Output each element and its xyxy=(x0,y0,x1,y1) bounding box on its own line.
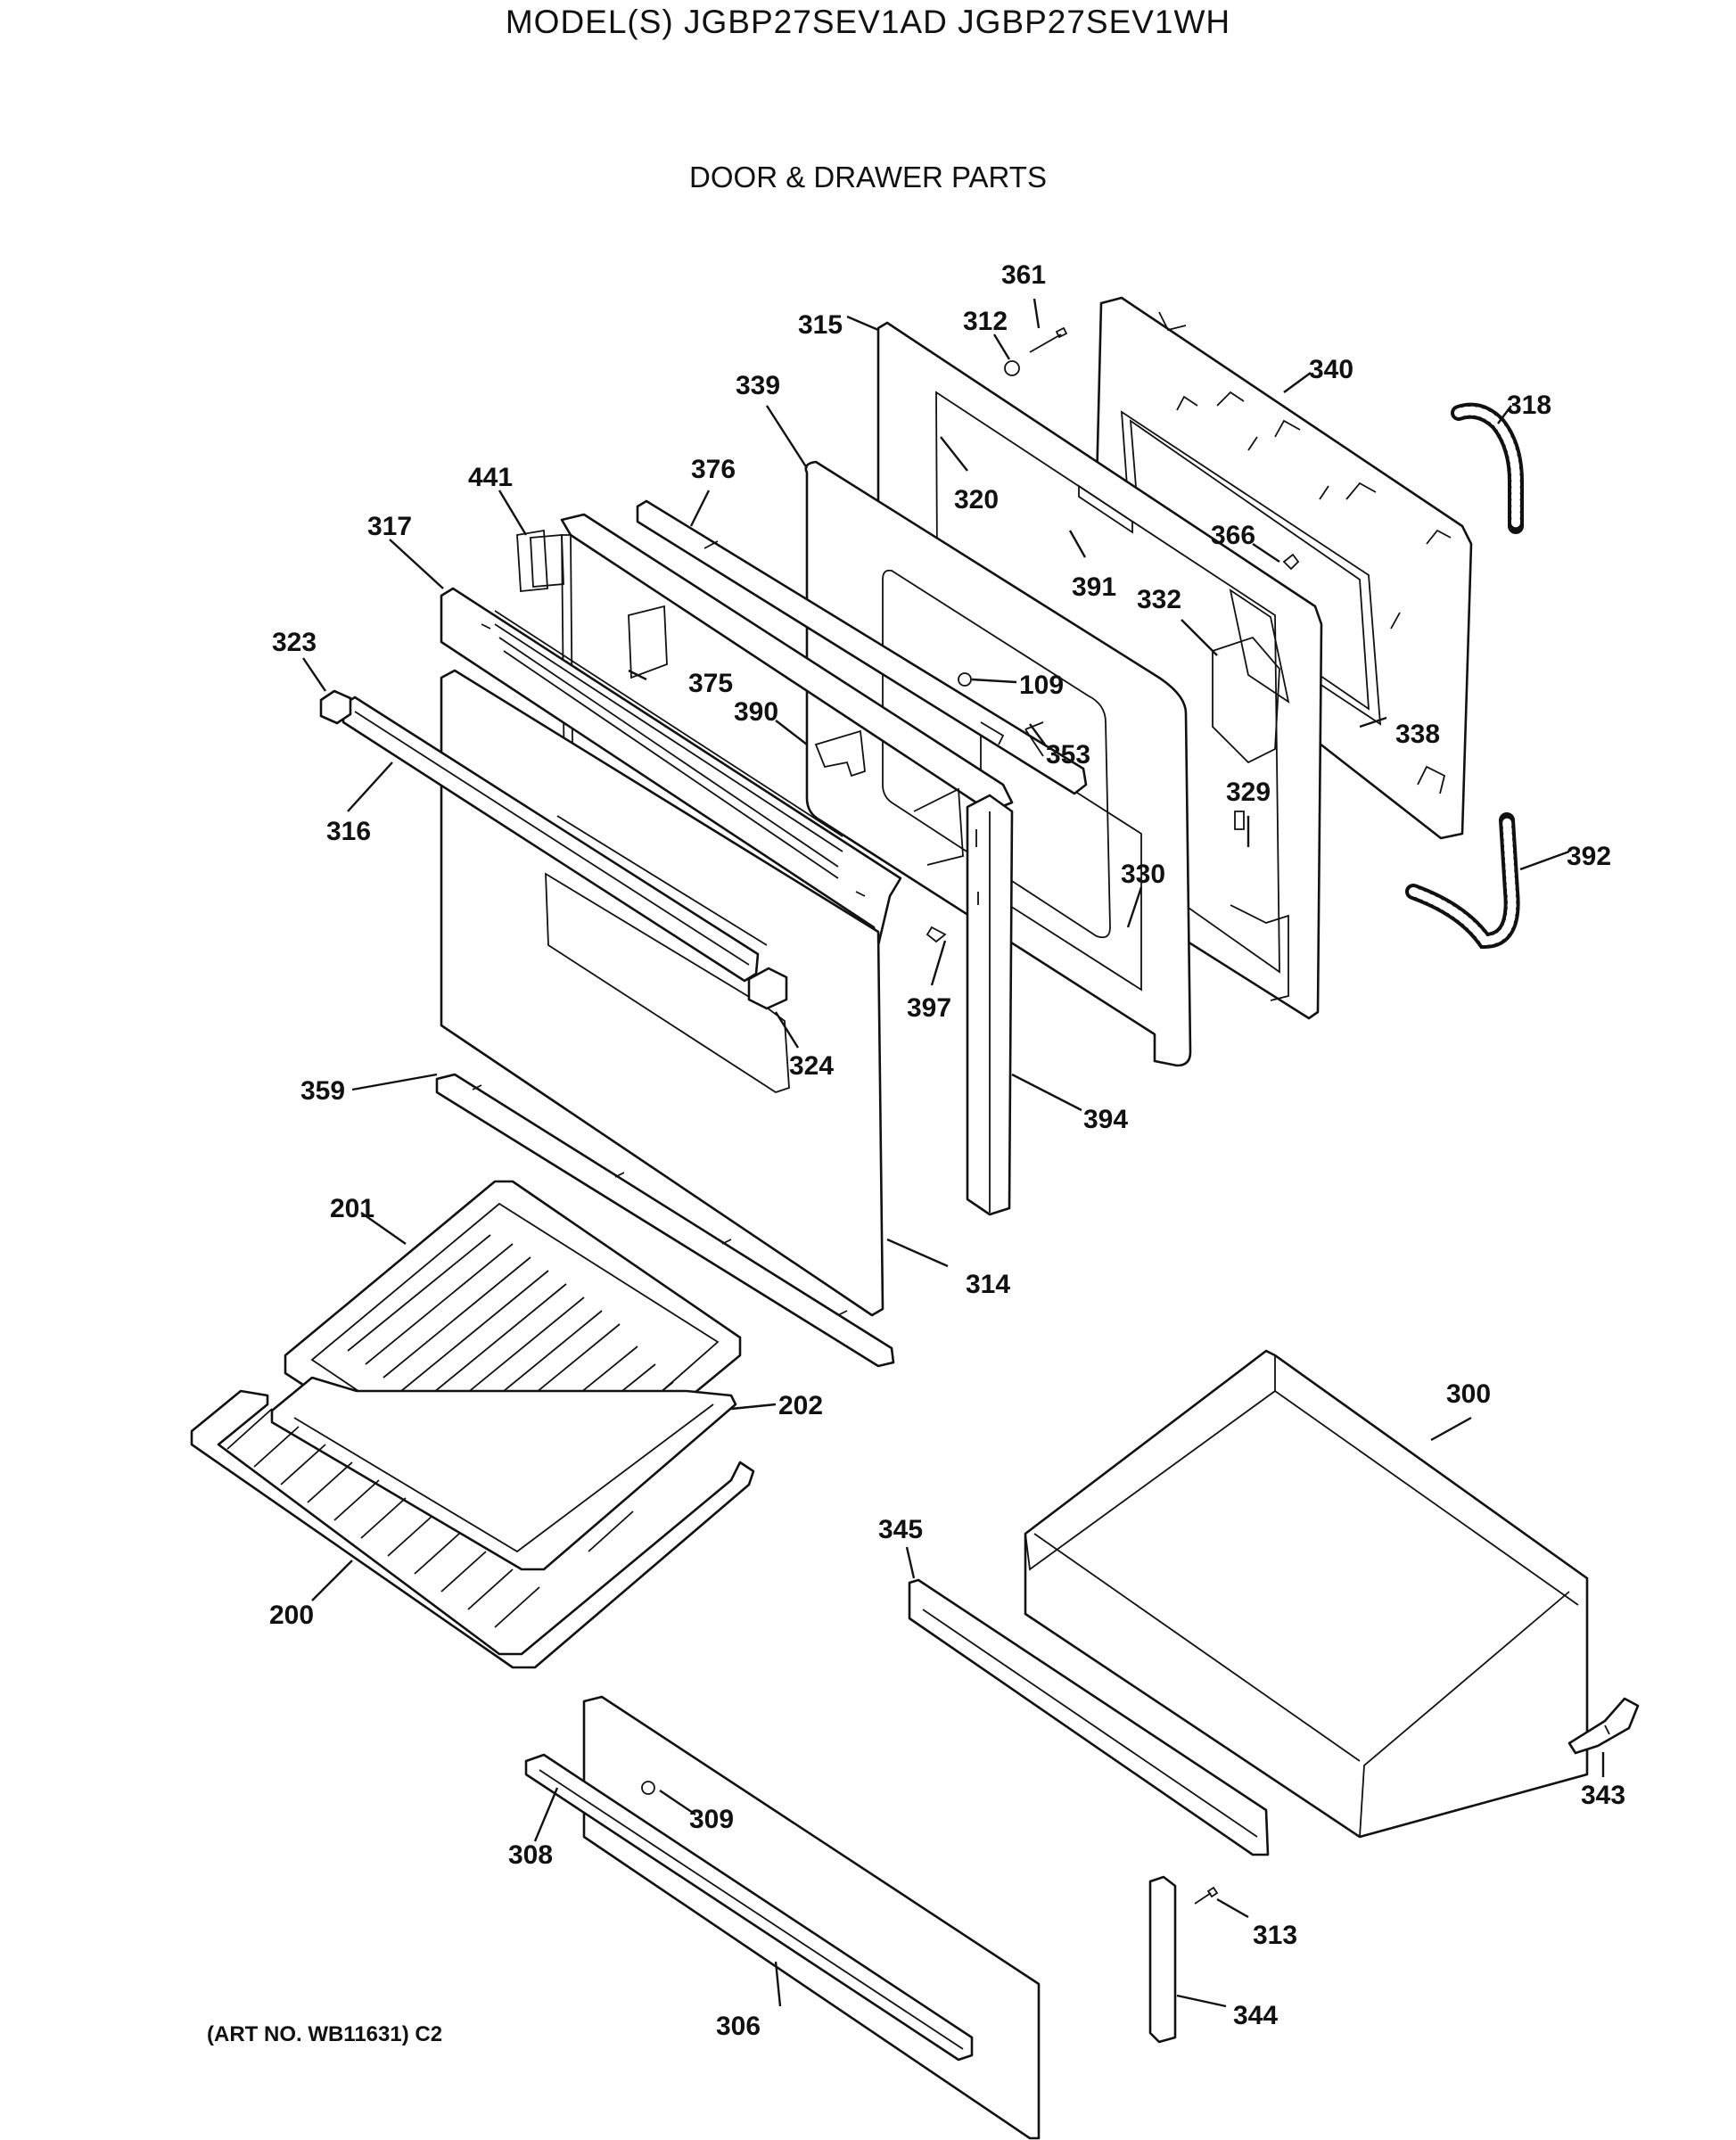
gasket-392 xyxy=(1405,812,1520,950)
callout-320: 320 xyxy=(954,485,999,514)
door-handle-316 xyxy=(319,689,788,1010)
callout-366: 366 xyxy=(1211,521,1255,550)
callout-201: 201 xyxy=(330,1194,374,1223)
drawer-body-300 xyxy=(1024,1349,1589,1839)
callout-353: 353 xyxy=(1046,740,1090,770)
callout-441: 441 xyxy=(468,463,513,492)
callout-318: 318 xyxy=(1507,391,1551,420)
callout-340: 340 xyxy=(1309,355,1353,384)
drawer-front-306 xyxy=(524,1695,1041,2140)
drawer-rail-345 xyxy=(908,1578,1270,1856)
section-title: DOOR & DRAWER PARTS xyxy=(689,160,1047,193)
door-hardware xyxy=(926,326,1300,943)
callout-300: 300 xyxy=(1446,1379,1491,1409)
door-side-trim-376 xyxy=(636,499,1088,795)
callout-390: 390 xyxy=(734,697,778,727)
callout-397: 397 xyxy=(907,993,951,1023)
callout-labels: 361 315 312 340 318 339 441 376 320 317 … xyxy=(269,260,1625,2041)
callout-306: 306 xyxy=(716,2012,761,2041)
callout-202: 202 xyxy=(778,1391,823,1420)
leader-lines xyxy=(302,298,1605,2008)
callout-317: 317 xyxy=(367,512,412,541)
callout-394: 394 xyxy=(1083,1105,1128,1134)
callout-330: 330 xyxy=(1121,860,1165,889)
callout-391: 391 xyxy=(1072,572,1116,602)
callout-359: 359 xyxy=(300,1076,345,1106)
door-bottom-trim-359 xyxy=(435,1073,895,1368)
inner-door-liner xyxy=(804,460,1192,1067)
art-number: (ART NO. WB11631) C2 xyxy=(207,2022,443,2046)
callout-313: 313 xyxy=(1253,1921,1297,1950)
callout-314: 314 xyxy=(966,1270,1010,1299)
callout-315: 315 xyxy=(798,310,843,340)
callout-392: 392 xyxy=(1567,842,1611,871)
callout-309: 309 xyxy=(689,1805,734,1834)
model-title: MODEL(S) JGBP27SEV1AD JGBP27SEV1WH xyxy=(505,4,1231,40)
callout-338: 338 xyxy=(1395,720,1440,749)
callout-312: 312 xyxy=(963,307,1008,336)
callout-308: 308 xyxy=(508,1840,553,1870)
callout-345: 345 xyxy=(878,1515,923,1544)
callout-343: 343 xyxy=(1581,1781,1625,1810)
door-side-channel-394 xyxy=(966,794,1014,1216)
callout-376: 376 xyxy=(691,455,736,484)
callout-324: 324 xyxy=(789,1051,834,1081)
drawer-side-parts xyxy=(1148,1697,1640,2044)
callout-316: 316 xyxy=(326,817,371,846)
callout-361: 361 xyxy=(1001,260,1046,290)
callout-323: 323 xyxy=(272,628,317,657)
door-top-trim-317 xyxy=(440,587,902,947)
callout-344: 344 xyxy=(1233,2001,1278,2030)
gasket-318 xyxy=(1451,402,1524,534)
oven-rack-200 xyxy=(190,1389,755,1669)
callout-339: 339 xyxy=(736,371,780,400)
broiler-pan-insert-202 xyxy=(270,1376,737,1571)
callout-329: 329 xyxy=(1226,778,1271,807)
callout-332: 332 xyxy=(1137,585,1181,614)
callout-200: 200 xyxy=(269,1601,314,1630)
callout-375: 375 xyxy=(688,669,733,698)
callout-109: 109 xyxy=(1019,671,1064,700)
